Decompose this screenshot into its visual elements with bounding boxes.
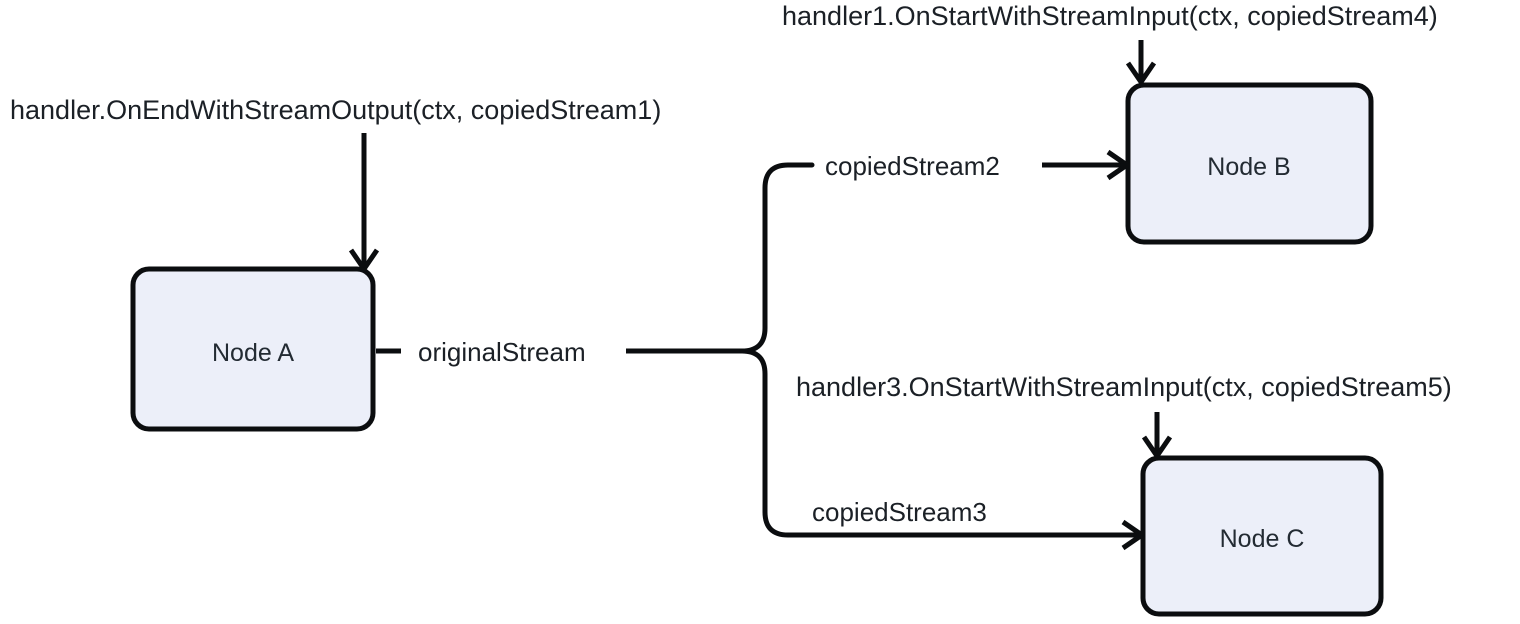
edge-label-original-stream: originalStream	[418, 337, 586, 367]
connector-handler-arrow-to-node-a	[348, 133, 380, 274]
connector-handler3-arrow-to-node-c	[1141, 412, 1173, 461]
handler-label-on-end-with-stream-output: handler.OnEndWithStreamOutput(ctx, copie…	[10, 95, 661, 125]
node-b-label: Node B	[1207, 153, 1290, 181]
edge-label-copied-stream-2: copiedStream2	[825, 151, 1000, 181]
node-b-box[interactable]	[1125, 82, 1374, 245]
node-a[interactable]: Node A	[130, 266, 376, 432]
connector-branch-to-node-b	[1042, 149, 1132, 181]
node-a-label: Node A	[212, 339, 294, 367]
branch-lower-path	[739, 348, 1144, 538]
node-c-box[interactable]	[1140, 455, 1384, 617]
handler1-arrow-head-icon	[1125, 61, 1157, 87]
node-c[interactable]: Node C	[1140, 455, 1384, 617]
handler-label-handler1-on-start-with-stream-input: handler1.OnStartWithStreamInput(ctx, cop…	[782, 1, 1438, 31]
branch-upper-path	[739, 162, 815, 354]
node-b[interactable]: Node B	[1125, 82, 1374, 245]
node-a-box[interactable]	[130, 266, 376, 432]
edge-label-copied-stream-3: copiedStream3	[812, 497, 987, 527]
handler-label-handler3-on-start-with-stream-input: handler3.OnStartWithStreamInput(ctx, cop…	[796, 372, 1452, 402]
node-c-label: Node C	[1220, 525, 1305, 553]
connector-handler1-arrow-to-node-b	[1125, 40, 1157, 87]
